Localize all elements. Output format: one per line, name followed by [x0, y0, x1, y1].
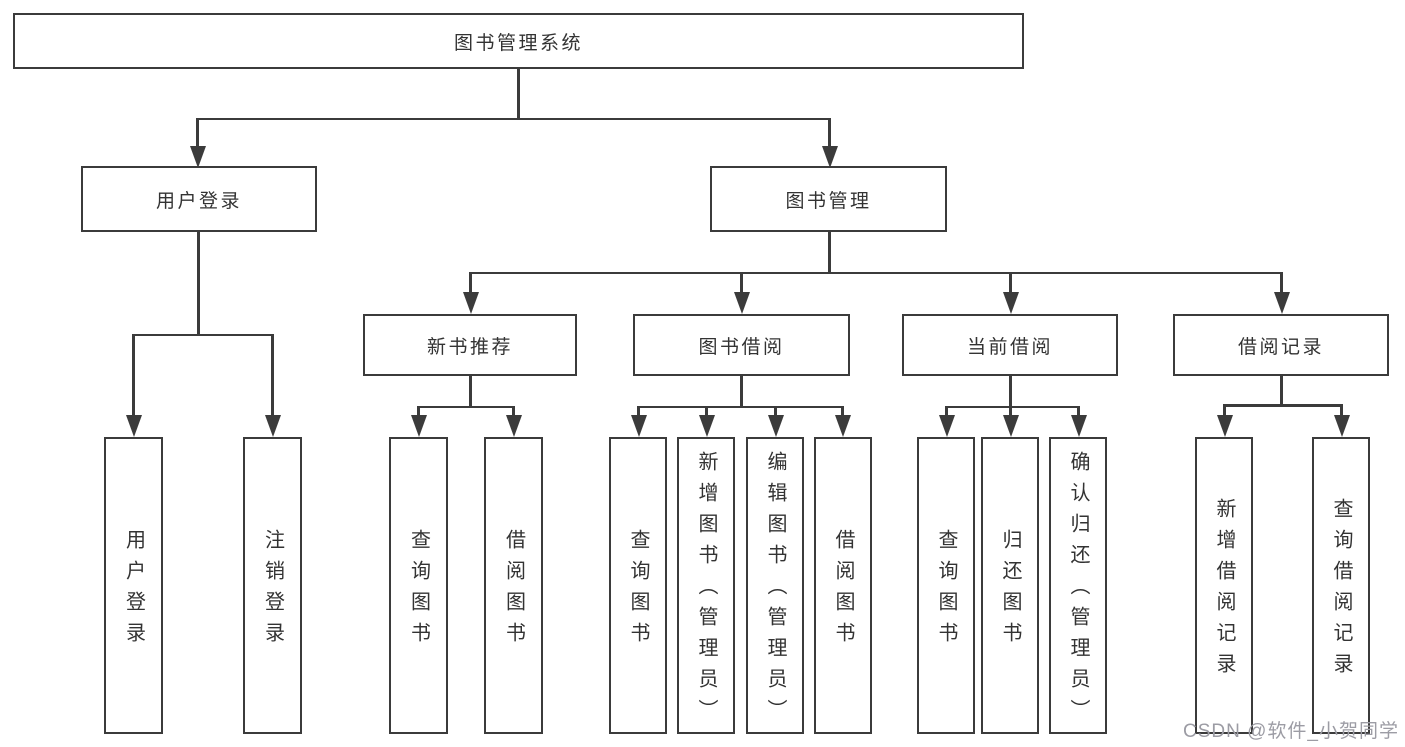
connector-current-stem	[1009, 376, 1012, 407]
leaf-current-confirm-return-admin: 确认归还（管理员）	[1049, 437, 1107, 734]
connector-recommend-stem	[469, 376, 472, 407]
connector-root-stem	[517, 69, 520, 119]
leaf-current-return-books: 归还图书	[981, 437, 1039, 734]
connector-book-mgmt-bus	[469, 271, 1282, 274]
connector-records-bus	[1223, 404, 1343, 407]
connector-book-mgmt-drop-2	[740, 272, 743, 295]
connector-borrowing-drop-3	[774, 406, 777, 418]
arrow-down-icon	[1216, 415, 1233, 437]
arrow-down-icon	[505, 415, 522, 437]
leaf-records-add-record-label: 新增借阅记录	[1213, 497, 1235, 684]
arrow-down-icon	[1002, 292, 1019, 314]
arrow-down-icon	[1002, 415, 1019, 437]
leaf-user-login: 用户登录	[104, 437, 163, 734]
leaf-records-query-record: 查询借阅记录	[1312, 437, 1370, 734]
arrow-down-icon	[410, 415, 427, 437]
arrow-down-icon	[462, 292, 479, 314]
leaf-borrowing-borrow-books: 借阅图书	[814, 437, 872, 734]
arrow-down-icon	[1273, 292, 1290, 314]
leaf-recommend-query-books: 查询图书	[389, 437, 448, 734]
leaf-borrowing-add-books-admin: 新增图书（管理员）	[677, 437, 735, 734]
arrow-down-icon	[630, 415, 647, 437]
leaf-borrowing-add-books-admin-label: 新增图书（管理员）	[695, 451, 717, 730]
connector-recommend-drop-2	[512, 406, 515, 418]
arrow-down-icon	[733, 292, 750, 314]
leaf-borrowing-query-books: 查询图书	[609, 437, 667, 734]
connector-borrowing-stem	[740, 376, 743, 407]
arrow-down-icon	[767, 415, 784, 437]
arrow-down-icon	[938, 415, 955, 437]
connector-root-drop-left	[196, 118, 199, 148]
connector-user-login-drop-2	[271, 334, 274, 418]
connector-book-mgmt-drop-4	[1280, 272, 1283, 295]
connector-user-login-drop-1	[132, 334, 135, 418]
node-borrowing-records: 借阅记录	[1173, 314, 1389, 376]
leaf-borrowing-query-books-label: 查询图书	[627, 528, 649, 653]
connector-borrowing-drop-4	[841, 406, 844, 418]
arrow-down-icon	[698, 415, 715, 437]
connector-current-drop-2	[1009, 406, 1012, 418]
node-library-management-system: 图书管理系统	[13, 13, 1024, 69]
node-user-login: 用户登录	[81, 166, 317, 232]
leaf-records-add-record: 新增借阅记录	[1195, 437, 1253, 734]
csdn-watermark: CSDN @软件_小贺同学	[1183, 721, 1399, 742]
leaf-logout: 注销登录	[243, 437, 302, 734]
leaf-user-login-label: 用户登录	[122, 528, 145, 653]
connector-book-mgmt-drop-1	[469, 272, 472, 295]
leaf-current-query-books-label: 查询图书	[935, 528, 957, 653]
connector-root-bus	[196, 117, 830, 120]
arrow-down-icon	[821, 146, 838, 168]
leaf-recommend-borrow-books: 借阅图书	[484, 437, 543, 734]
node-book-borrowing: 图书借阅	[633, 314, 850, 376]
arrow-down-icon	[1070, 415, 1087, 437]
connector-borrowing-drop-2	[705, 406, 708, 418]
node-new-book-recommend: 新书推荐	[363, 314, 577, 376]
leaf-current-return-books-label: 归还图书	[999, 528, 1021, 653]
leaf-borrowing-edit-books-admin: 编辑图书（管理员）	[746, 437, 804, 734]
connector-current-drop-3	[1077, 406, 1080, 418]
connector-book-mgmt-drop-3	[1009, 272, 1012, 295]
leaf-borrowing-edit-books-admin-label: 编辑图书（管理员）	[764, 451, 786, 730]
connector-root-drop-right	[828, 118, 831, 148]
leaf-recommend-query-books-label: 查询图书	[407, 528, 430, 653]
connector-recommend-bus	[417, 405, 515, 408]
leaf-records-query-record-label: 查询借阅记录	[1330, 497, 1352, 684]
leaf-current-confirm-return-admin-label: 确认归还（管理员）	[1067, 451, 1089, 730]
connector-current-drop-1	[945, 406, 948, 418]
connector-current-bus	[945, 405, 1080, 408]
leaf-logout-label: 注销登录	[261, 528, 284, 653]
connector-user-login-stem	[197, 232, 200, 335]
arrow-down-icon	[1333, 415, 1350, 437]
leaf-current-query-books: 查询图书	[917, 437, 975, 734]
arrow-down-icon	[834, 415, 851, 437]
arrow-down-icon	[125, 415, 142, 437]
connector-borrowing-bus	[637, 405, 844, 408]
connector-records-stem	[1280, 376, 1283, 406]
connector-records-drop-1	[1223, 404, 1226, 418]
arrow-down-icon	[264, 415, 281, 437]
leaf-recommend-borrow-books-label: 借阅图书	[502, 528, 525, 653]
connector-records-drop-2	[1340, 404, 1343, 418]
leaf-borrowing-borrow-books-label: 借阅图书	[832, 528, 854, 653]
connector-book-mgmt-stem	[828, 232, 831, 274]
arrow-down-icon	[189, 146, 206, 168]
connector-borrowing-drop-1	[637, 406, 640, 418]
node-current-borrowing: 当前借阅	[902, 314, 1118, 376]
node-book-management: 图书管理	[710, 166, 947, 232]
connector-recommend-drop-1	[417, 406, 420, 418]
connector-user-login-bus	[132, 333, 274, 336]
